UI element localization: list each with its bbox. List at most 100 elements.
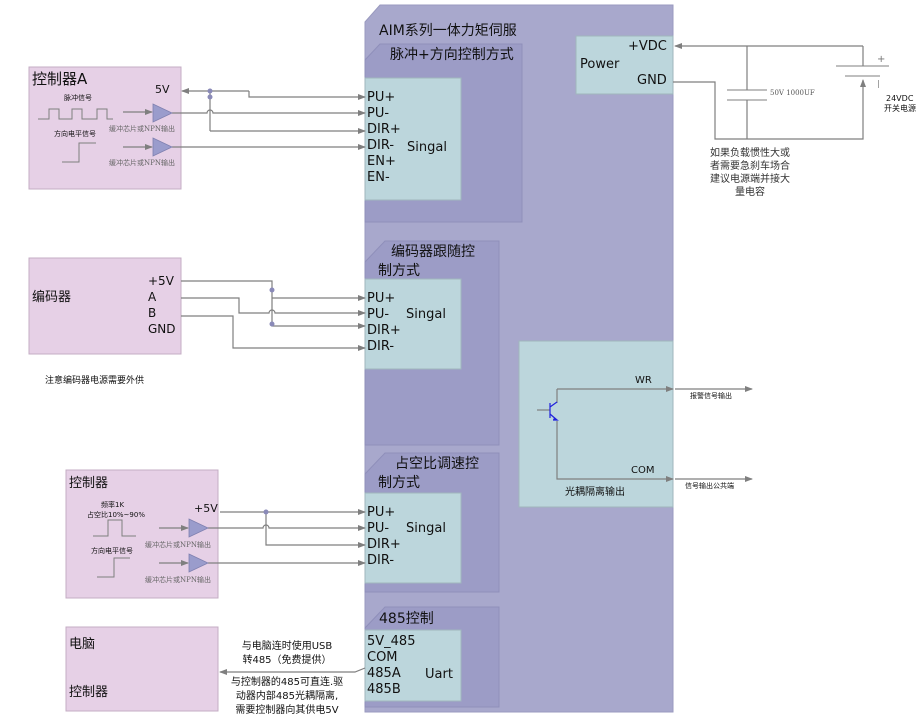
pulse-pin-list: PU+ PU- DIR+ DIR- EN+ EN-: [367, 90, 401, 186]
pin-label: PU-: [367, 307, 390, 322]
wire-b-5v-vertical: [265, 512, 366, 548]
usb-note: 与电脑连时使用USB 转485（免费提供）: [222, 640, 352, 668]
pin-label: PU+: [367, 505, 396, 520]
wire-enc-a: [181, 297, 366, 316]
duty-signal-label: Singal: [406, 521, 446, 536]
encoder-title: 编码器: [32, 290, 72, 305]
pin-label: B: [148, 306, 157, 320]
duty-pin-list: PU+ PU- DIR+ DIR-: [367, 505, 401, 569]
duty-signal-box: [364, 492, 462, 584]
servo-title: AIM系列一体力矩伺服: [379, 23, 517, 39]
pin-label: DIR-: [367, 138, 395, 153]
wire-enc-b: [181, 315, 366, 351]
junction-dot: [207, 88, 213, 94]
pin-label: PU-: [367, 106, 390, 121]
buffer-label: 缓冲芯片或NPN输出: [109, 125, 175, 133]
encoder-mode-title-line1: 编码器跟随控: [391, 244, 475, 260]
duty-range-label: 占空比10%~90%: [87, 511, 145, 519]
dir-signal-label: 方向电平信号: [54, 130, 96, 138]
pin-label: DIR+: [367, 537, 401, 552]
controller-a-title: 控制器A: [32, 70, 88, 88]
controller-b-supply: +5V: [194, 502, 218, 515]
buffer-label: 缓冲芯片或NPN输出: [145, 541, 211, 549]
note-line: 需要控制器向其供电5V: [235, 705, 339, 716]
rs485-title: 485控制: [379, 611, 434, 627]
pin-label: PU+: [367, 291, 396, 306]
pin-label: PU-: [367, 521, 390, 536]
pin-label: 5V_485: [367, 634, 416, 649]
controller-a-box: [28, 66, 182, 190]
encoder-signal-box: [364, 278, 462, 370]
note-line: 与电脑连时使用USB: [241, 641, 333, 652]
buffer-triangle-b-dir: [188, 553, 209, 573]
wire-com: [556, 421, 674, 482]
pin-label: EN-: [367, 170, 390, 185]
pulse-signal-label: 脉冲信号: [64, 94, 92, 102]
duty-mode-title-line1: 占空比调速控: [395, 456, 479, 472]
buffer-label: 缓冲芯片或NPN输出: [109, 159, 175, 167]
pin-label: DIR-: [367, 339, 395, 354]
battery-plus-label: +: [877, 54, 886, 65]
pulse-waveform: [38, 108, 113, 120]
pulse-mode-title: 脉冲+方向控制方式: [390, 47, 514, 63]
duty-waveform: [93, 519, 136, 537]
pin-label: EN+: [367, 154, 396, 169]
pin-label: DIR+: [367, 323, 401, 338]
com-label: COM: [631, 465, 655, 476]
note-line: 动器内部485光耦隔离,: [235, 691, 339, 702]
encoder-pins: +5V A B GND: [148, 273, 176, 337]
pin-label: GND: [148, 322, 176, 336]
buffer-triangle-dir: [152, 137, 173, 157]
dir-signal-label-b: 方向电平信号: [91, 547, 133, 555]
pin-label: PU+: [367, 90, 396, 105]
note-line: 建议电源端并接大: [710, 174, 790, 185]
gnd-label: GND: [637, 73, 667, 88]
note-line: 者需要急刹车场合: [710, 161, 790, 172]
buffer-triangle-pulse: [152, 103, 173, 123]
wr-label: WR: [635, 375, 652, 386]
encoder-pin-list: PU+ PU- DIR+ DIR-: [367, 291, 401, 355]
junction-dot: [269, 287, 275, 293]
pc-box: [65, 626, 219, 712]
pin-label: 485B: [367, 682, 401, 697]
pulse-signal-box: [364, 77, 462, 201]
pin-label: +5V: [148, 274, 174, 288]
optocoupler-title: 光耦隔离输出: [565, 487, 625, 498]
buffer-label: 缓冲芯片或NPN输出: [145, 576, 211, 584]
transistor-icon: [549, 401, 559, 421]
pin-label: DIR-: [367, 553, 395, 568]
pc-controller-title: 控制器: [69, 685, 109, 700]
wire-gnd: [673, 79, 866, 140]
pin-label: 485A: [367, 666, 401, 681]
alarm-output-label: 报警信号输出: [690, 392, 732, 400]
encoder-mode-title-line2: 制方式: [378, 263, 420, 279]
supply-voltage-label: 24VDC: [886, 94, 914, 103]
pin-label: COM: [367, 650, 398, 665]
frequency-label: 频率1K: [101, 501, 125, 509]
controller-b-title: 控制器: [69, 476, 109, 491]
duty-mode-title-line2: 制方式: [378, 475, 420, 491]
common-output-label: 信号输出公共端: [685, 482, 734, 490]
encoder-signal-label: Singal: [406, 307, 446, 322]
supply-type-label: 开关电源: [884, 104, 916, 113]
wire-pulse-to-pu-minus: [172, 109, 366, 116]
dir-level-waveform: [62, 142, 96, 163]
pin-label: A: [148, 290, 157, 304]
note-line: 转485（免费提供）: [242, 655, 332, 666]
junction-dot: [269, 321, 275, 327]
rs485-signal-box: [364, 629, 462, 702]
note-line: 与控制器的485可直连.驱: [230, 677, 344, 688]
controller-a-supply: 5V: [155, 83, 170, 96]
rs485-pin-list: 5V_485 COM 485A 485B: [367, 634, 415, 698]
encoder-power-note: 注意编码器电源需要外供: [45, 376, 145, 386]
junction-dot: [207, 94, 213, 100]
power-box: [575, 35, 674, 95]
pc-title: 电脑: [69, 637, 96, 652]
wire-enc-5v: [181, 280, 366, 329]
rs485-signal-label: Uart: [425, 667, 453, 682]
vdc-label: +VDC: [628, 39, 667, 54]
note-line: 量电容: [735, 187, 765, 198]
wire-b-pulse: [208, 524, 366, 531]
junction-dot: [263, 509, 269, 515]
